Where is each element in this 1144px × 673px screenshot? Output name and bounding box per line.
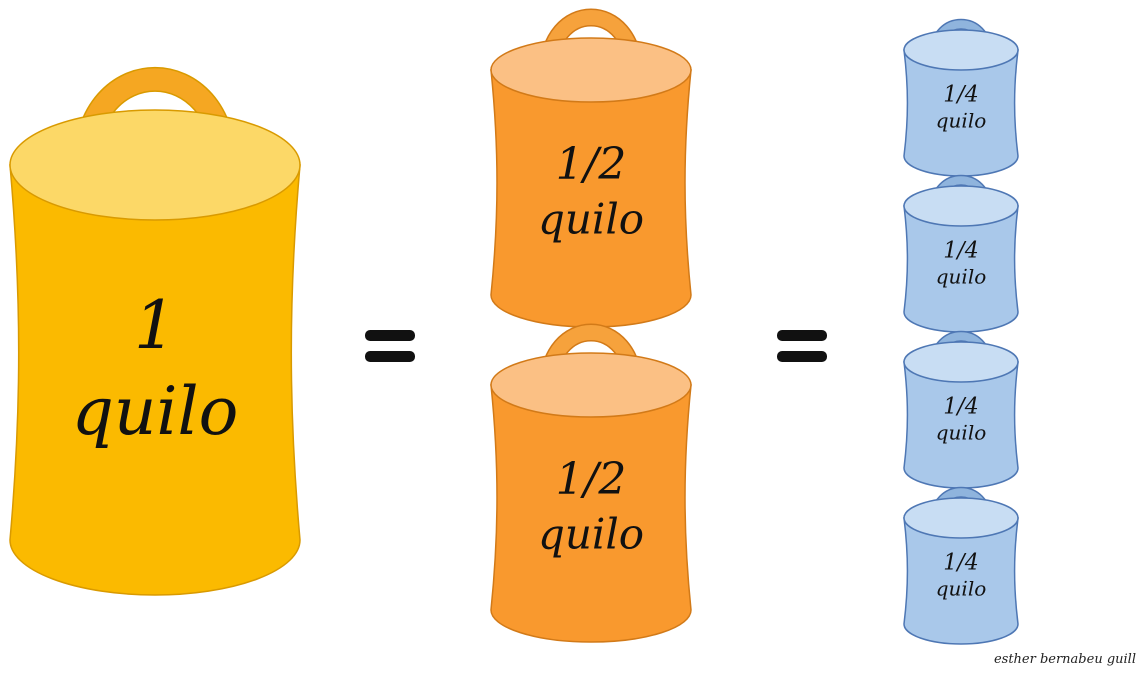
weight-one-kilo-lid [9,109,301,221]
weight-one-kilo-unit-label: quilo [72,373,239,450]
weight-quarter-kilo-3-lid [903,341,1019,383]
weight-quarter-kilo-2-amount-label: 1/4 [943,238,978,263]
weight-quarter-kilo-2-unit-label: quilo [936,264,987,288]
weight-quarter-kilo-1-lid [903,29,1019,71]
weight-one-kilo-amount-label: 1 [134,287,176,364]
weight-half-kilo-1-unit-label: quilo [538,195,644,244]
weight-half-kilo-2-unit-label: quilo [538,510,644,559]
equals-sign-2 [777,330,827,362]
weight-half-kilo-1-amount-label: 1/2 [556,139,627,190]
weight-quarter-kilo-1-unit-label: quilo [936,108,987,132]
weight-half-kilo-2-body [490,384,692,643]
weight-quarter-kilo-4-body [903,517,1019,645]
weight-half-kilo-2-lid [490,352,692,418]
weight-quarter-kilo-4-lid [903,497,1019,539]
weight-quarter-kilo-3-unit-label: quilo [936,420,987,444]
weight-one-kilo: 1 quilo [9,66,301,596]
weight-half-kilo-1: 1/2 quilo [490,8,692,328]
weight-half-kilo-2: 1/2 quilo [490,323,692,643]
weight-half-kilo-2-amount-label: 1/2 [556,454,627,505]
weight-half-kilo-1-lid [490,37,692,103]
weight-quarter-kilo-4-unit-label: quilo [936,576,987,600]
weight-quarter-kilo-3-amount-label: 1/4 [943,394,978,419]
author-credit: esther bernabeu guill [993,652,1136,667]
weight-quarter-kilo-2-lid [903,185,1019,227]
equals-sign-1 [365,330,415,362]
weight-quarter-kilo-4-amount-label: 1/4 [943,550,978,575]
weight-quarter-kilo-1-amount-label: 1/4 [943,82,978,107]
weight-one-kilo-body [9,164,301,596]
